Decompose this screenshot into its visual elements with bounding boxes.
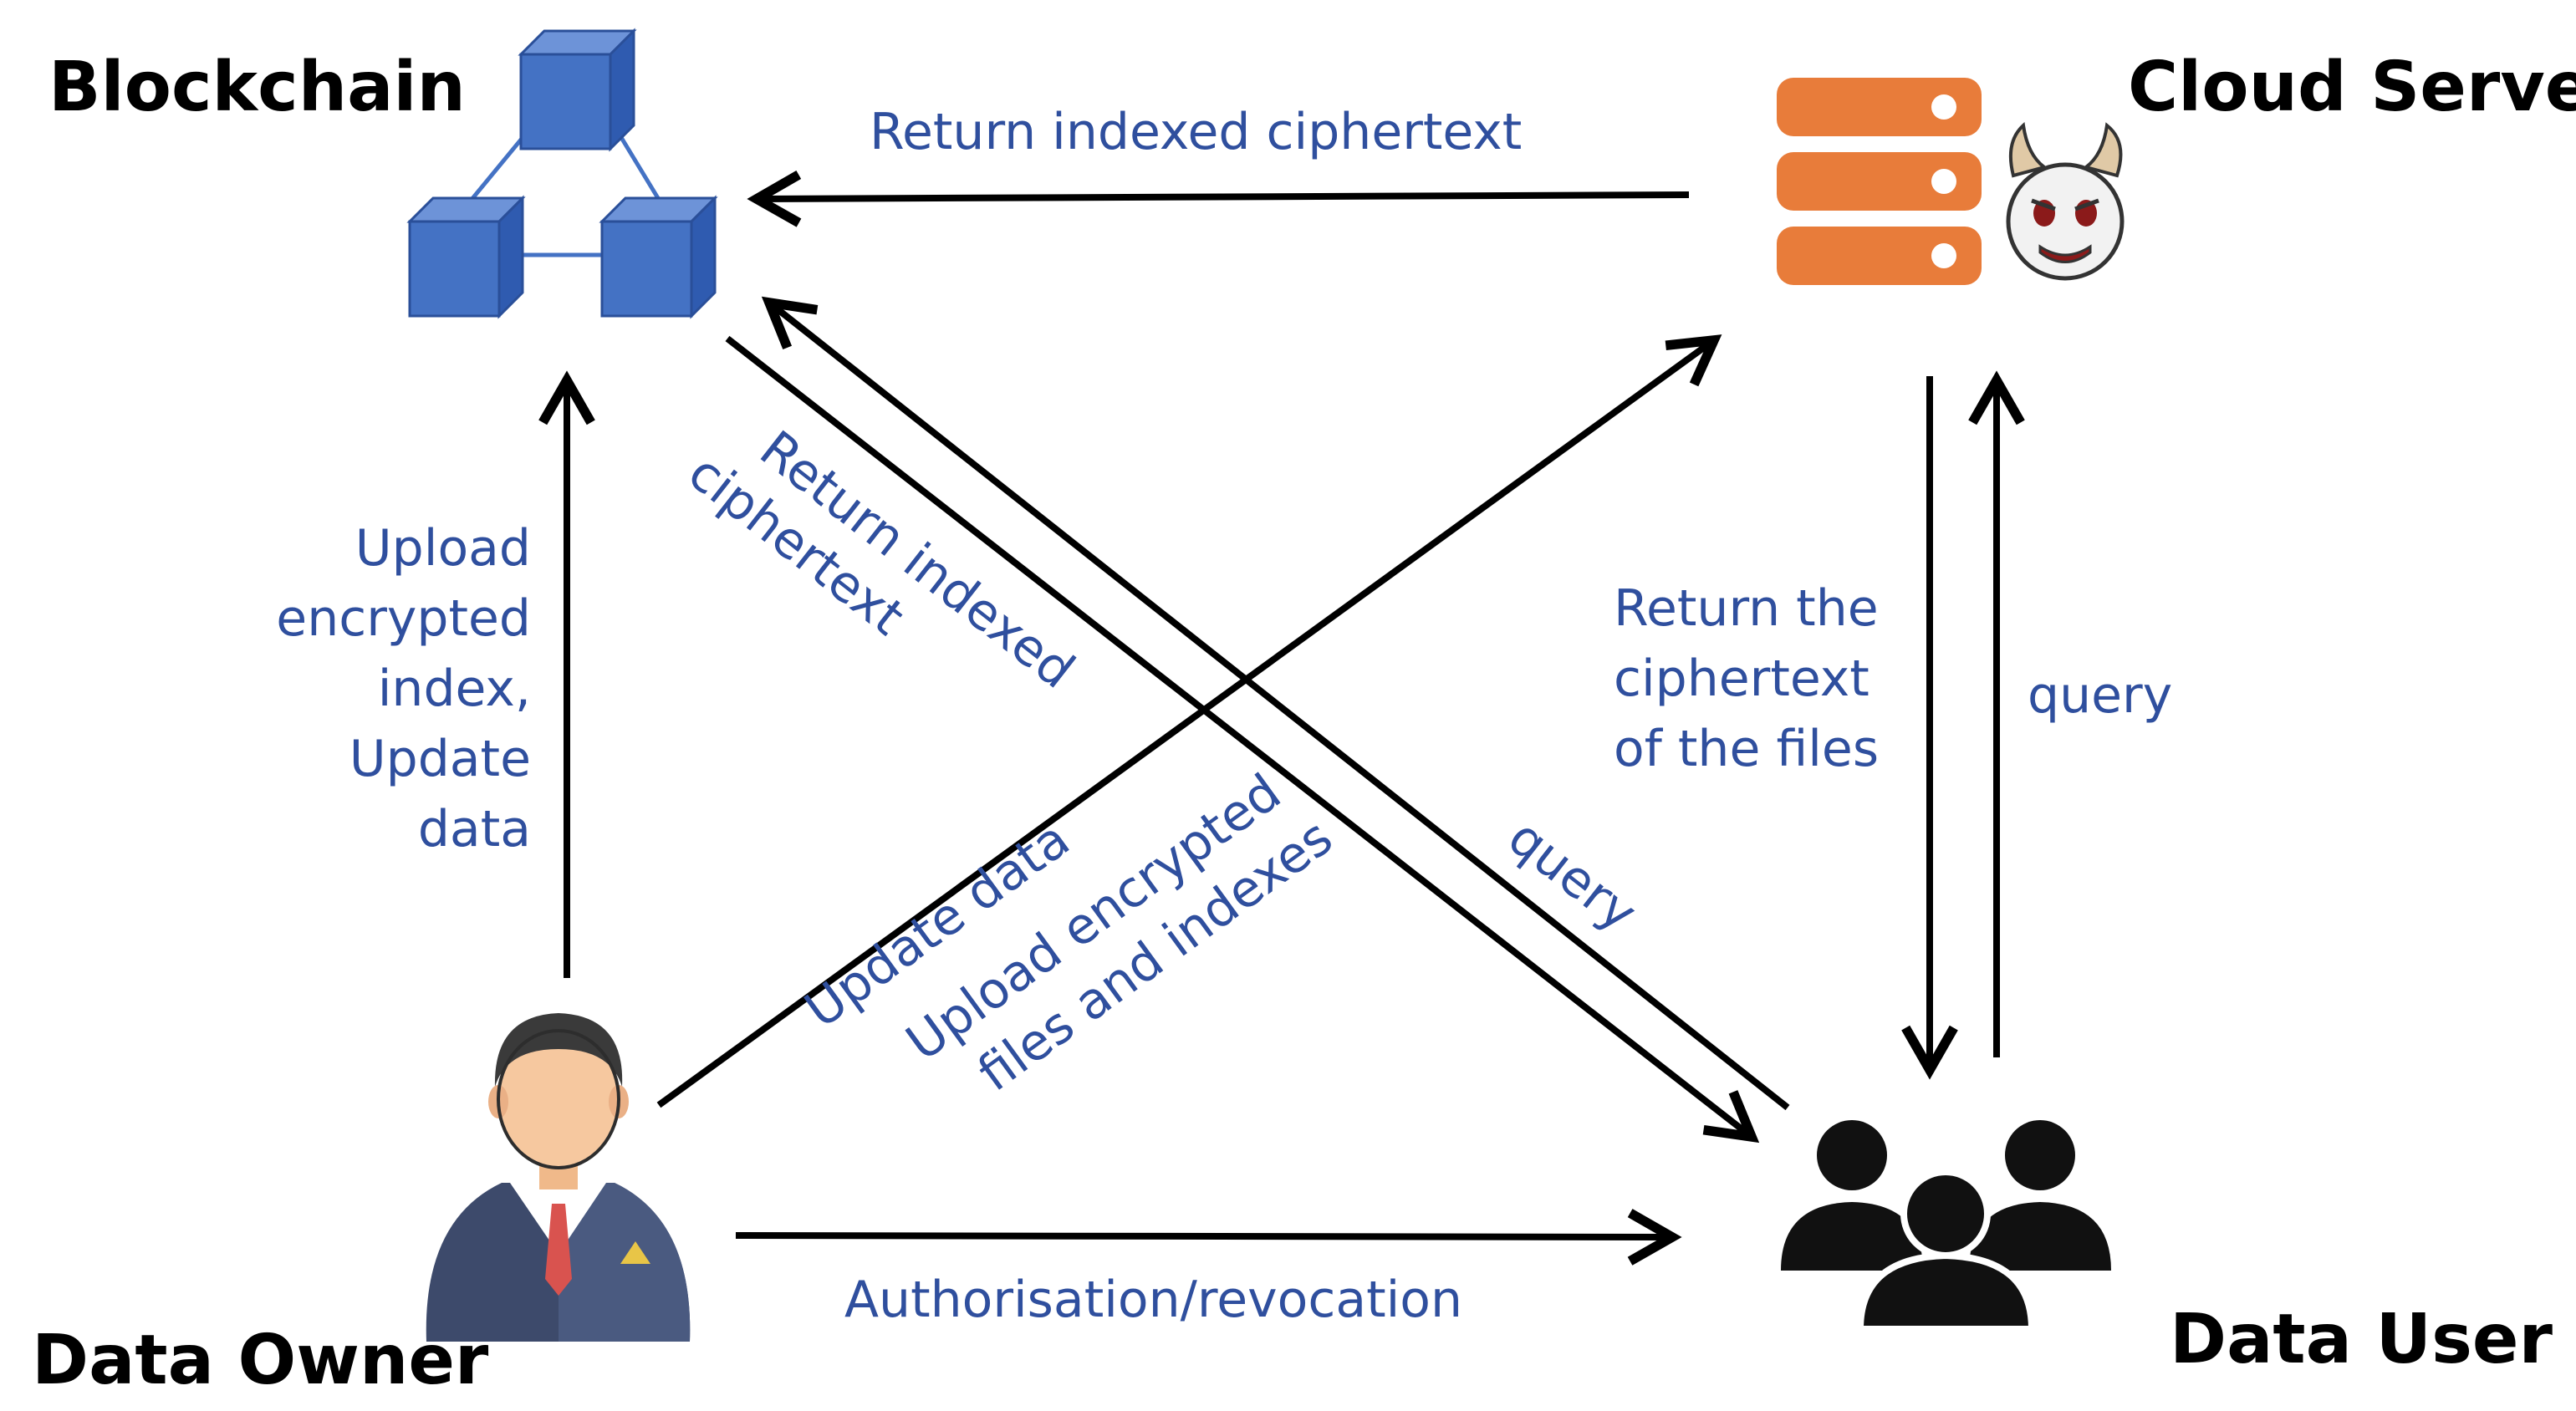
server-rack-unit xyxy=(1777,78,1982,136)
cloud-server-title: Cloud Server xyxy=(2128,48,2576,127)
block-cube-right xyxy=(599,195,718,319)
blockchain-title: Blockchain xyxy=(48,48,466,127)
label-cloud-to-user: Return the ciphertext of the files xyxy=(1614,579,1879,778)
arrow-owner-to-user xyxy=(735,1209,1682,1266)
label-line: Return the xyxy=(1614,579,1879,638)
data-user-title: Data User xyxy=(2170,1300,2553,1379)
blockchain-icon xyxy=(406,28,718,319)
devil-face-icon xyxy=(2006,121,2125,281)
businessman-icon xyxy=(426,1013,691,1342)
label-line: ciphertext xyxy=(1614,649,1870,708)
label-line: of the files xyxy=(1614,720,1879,778)
server-icon xyxy=(1777,78,1982,285)
label-line: Update xyxy=(349,730,531,788)
label-user-to-cloud: query xyxy=(2028,666,2172,725)
arrow-blockchain-to-user xyxy=(725,335,1760,1144)
label-cloud-to-blockchain: Return indexed ciphertext xyxy=(870,103,1522,161)
block-cube-top xyxy=(518,28,637,152)
label-owner-to-blockchain: Upload encrypted index, Update data xyxy=(276,519,531,858)
arrow-cloud-to-blockchain xyxy=(747,170,1690,227)
label-line: data xyxy=(418,800,531,858)
server-rack-unit xyxy=(1777,227,1982,285)
arrow-owner-to-cloud xyxy=(656,334,1722,1108)
label-user-to-blockchain: query xyxy=(1497,808,1648,944)
label-line: encrypted xyxy=(276,589,531,648)
server-rack-unit xyxy=(1777,152,1982,211)
label-line: index, xyxy=(378,660,531,718)
label-owner-to-user: Authorisation/revocation xyxy=(844,1271,1462,1329)
arrow-user-to-blockchain xyxy=(761,296,1790,1111)
label-line: Upload xyxy=(355,519,531,578)
block-cube-left xyxy=(406,195,526,319)
user-group-icon xyxy=(1781,1120,2111,1332)
data-owner-title: Data Owner xyxy=(32,1321,489,1400)
